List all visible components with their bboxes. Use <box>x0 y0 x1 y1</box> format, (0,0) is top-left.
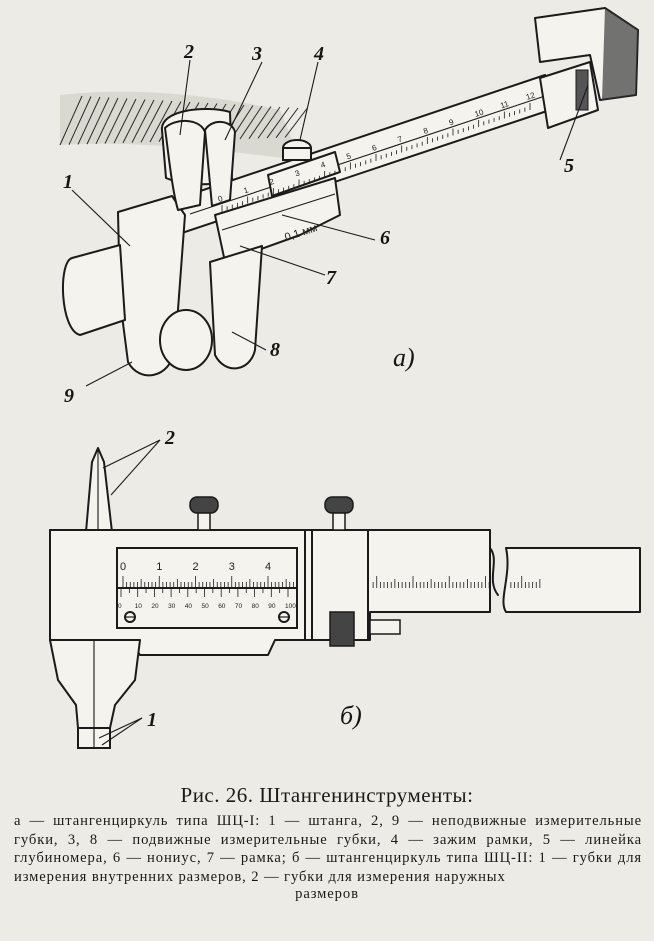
scale-number: 7 <box>397 134 405 144</box>
scale-number: 0 <box>217 194 225 204</box>
label-a-7: 7 <box>326 267 337 289</box>
sublabel-b: б) <box>340 701 362 730</box>
caption-last-line: размеров <box>295 886 359 903</box>
scale-number: 1 <box>156 561 162 573</box>
scale-number: 4 <box>265 561 271 573</box>
scale-number: 10 <box>474 107 486 118</box>
lower-jaw <box>49 639 141 729</box>
label-a-2: 2 <box>183 41 194 63</box>
vernier-number: 80 <box>252 603 260 610</box>
movable-jaw <box>209 245 263 370</box>
vernier-number: 90 <box>268 603 276 610</box>
round-part <box>159 309 213 371</box>
label-a-9: 9 <box>64 385 74 407</box>
upper-fixed-jaw <box>164 120 206 211</box>
vernier-number: 70 <box>235 603 243 610</box>
main-scale-numbers-b: 0 1 2 3 4 <box>120 561 271 573</box>
beam-b-end <box>502 547 641 613</box>
sublabel-a: а) <box>393 343 415 372</box>
clamp-knob-1 <box>189 496 219 531</box>
scale-number: 2 <box>268 177 276 187</box>
feed-screw <box>369 619 401 635</box>
feed-nut <box>329 611 355 647</box>
scale-number: 5 <box>345 151 353 161</box>
main-scale-b <box>122 576 541 588</box>
caption-text: а — штангенциркуль типа ШЦ-I: 1 — штанга… <box>14 813 642 885</box>
vernier-number: 10 <box>135 603 143 610</box>
vernier-scale-numbers-b: 0 10 20 30 40 50 60 70 80 90 100 <box>118 603 296 610</box>
caption-title: Рис. 26. Штангенинструменты: <box>180 783 474 807</box>
vernier-number: 50 <box>202 603 210 610</box>
figure-caption: Рис. 26. Штангенинструменты: а — штанген… <box>0 783 654 903</box>
depth-rule-end <box>539 61 599 129</box>
vernier-number: 100 <box>285 603 296 610</box>
scale-number: 2 <box>193 561 199 573</box>
scale-number: 4 <box>320 160 328 170</box>
scale-number: 11 <box>499 99 510 110</box>
scale-number: 3 <box>229 561 235 573</box>
scale-number: 1 <box>243 185 251 195</box>
label-b-2: 2 <box>164 427 175 449</box>
label-a-6: 6 <box>380 227 390 249</box>
label-a-8: 8 <box>270 339 280 361</box>
label-a-5: 5 <box>564 155 574 177</box>
inner-jaws <box>85 447 113 533</box>
scale-number: 0 <box>120 561 126 573</box>
clamp-knob-2 <box>324 496 354 531</box>
figure-b: 0 1 2 3 4 0 10 20 30 40 50 60 70 80 90 100 2 1 б) <box>49 427 641 749</box>
label-a-3: 3 <box>251 43 262 65</box>
scale-number: 9 <box>448 117 456 127</box>
vernier-number: 30 <box>168 603 176 610</box>
vernier-number: 60 <box>218 603 226 610</box>
main-scale-a <box>221 103 531 212</box>
cylinder <box>62 244 126 336</box>
scale-number: 3 <box>294 168 302 178</box>
scale-number: 12 <box>525 90 537 101</box>
vernier-number: 40 <box>185 603 193 610</box>
vernier-number: 0 <box>118 603 122 610</box>
label-b-1: 1 <box>147 709 157 731</box>
scale-number: 6 <box>371 143 379 153</box>
scale-number: 8 <box>422 126 430 136</box>
vernier-number: 20 <box>151 603 159 610</box>
upper-movable-jaw <box>204 121 236 207</box>
label-a-4: 4 <box>313 43 324 65</box>
vernier-scale-b <box>120 588 289 597</box>
label-a-1: 1 <box>63 171 73 193</box>
